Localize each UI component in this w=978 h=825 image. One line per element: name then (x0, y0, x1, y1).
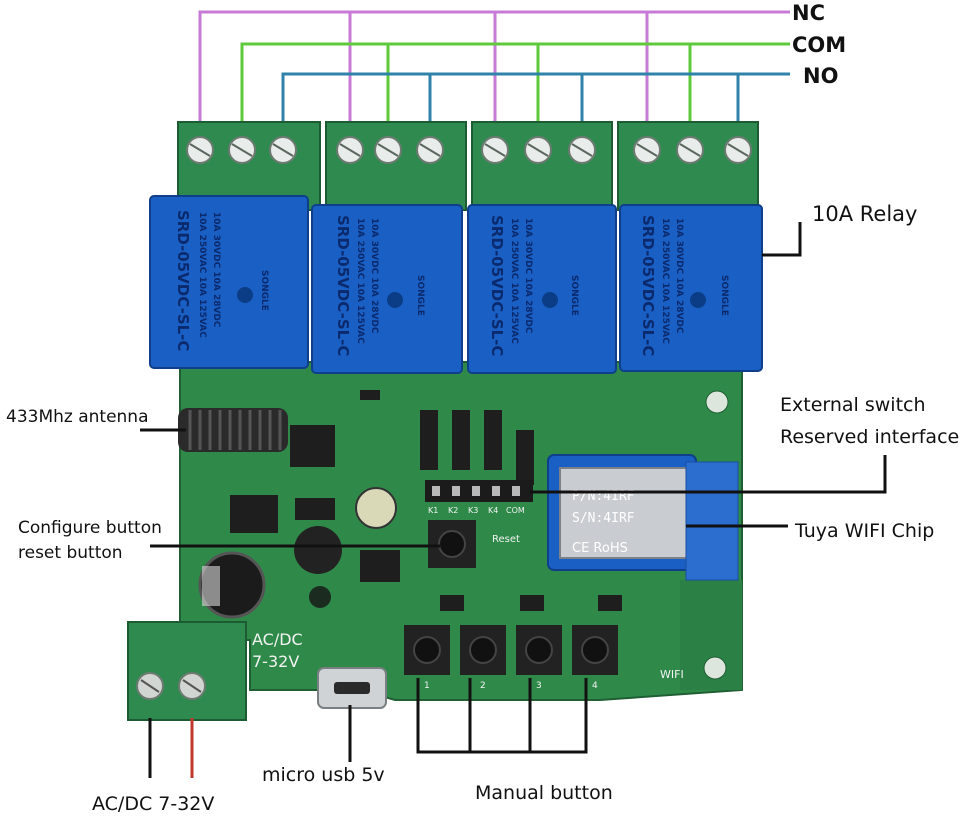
reset-button[interactable] (428, 520, 476, 568)
power-label: AC/DC 7-32V (92, 793, 215, 815)
acdc-silkscreen: AC/DC (252, 630, 303, 649)
relay-1: SRD-05VDC-SL-C 10A 250VAC 10A 125VAC 10A… (149, 195, 309, 369)
tuya-wifi-module: P/N:4IRF S/N:4IRF CE RoHS (547, 454, 739, 581)
configure-button-label: Configure button (18, 518, 162, 538)
manual-button-2[interactable] (460, 625, 506, 675)
relay-1-rating1-text: 10A 250VAC 10A 125VAC (197, 212, 207, 338)
relay-4: SRD-05VDC-SL-C 10A 250VAC 10A 125VAC 10A… (619, 204, 763, 372)
button-number-1: 1 (424, 681, 430, 691)
antenna-label: 433Mhz antenna (6, 407, 149, 427)
relay-1-brand-text: SONGLE (259, 270, 269, 311)
antenna-coil (178, 408, 288, 452)
relay-1-model-text: SRD-05VDC-SL-C (174, 210, 192, 351)
relay-3-model-text: SRD-05VDC-SL-C (488, 215, 506, 356)
button-number-2: 2 (480, 681, 486, 691)
header-pin-com: COM (506, 506, 525, 515)
reset-silkscreen: Reset (492, 534, 520, 545)
external-switch-header: K1 K2 K3 K4 COM (425, 480, 533, 515)
relay-4-brand-text: SONGLE (719, 275, 729, 316)
relay-1-rating2-text: 10A 30VDC 10A 28VDC (211, 212, 221, 328)
reset-button-label: reset button (18, 543, 123, 563)
header-pin-k3: K3 (468, 506, 478, 515)
no-label: NO (803, 64, 839, 88)
relay-2-brand-text: SONGLE (415, 275, 425, 316)
relay-2-rating2-text: 10A 30VDC 10A 28VDC (369, 218, 379, 334)
power-terminal-block (127, 621, 247, 721)
relay-label: 10A Relay (812, 202, 918, 226)
relay-2-model-text: SRD-05VDC-SL-C (334, 215, 352, 356)
relay-2: SRD-05VDC-SL-C 10A 250VAC 10A 125VAC 10A… (311, 204, 463, 374)
header-pin-k2: K2 (448, 506, 458, 515)
relay-3-rating2-text: 10A 30VDC 10A 28VDC (523, 218, 533, 334)
relay-3-rating1-text: 10A 250VAC 10A 125VAC (509, 218, 519, 344)
external-switch-leader (530, 455, 887, 494)
electrolytic-capacitor (198, 551, 266, 619)
header-pin-k4: K4 (488, 506, 498, 515)
relay-4-rating2-text: 10A 30VDC 10A 28VDC (674, 218, 684, 334)
mount-hole-bottom-right (703, 656, 727, 680)
wifi-silkscreen: WIFI (660, 668, 684, 681)
relay-2-rating1-text: 10A 250VAC 10A 125VAC (355, 218, 365, 344)
button-number-3: 3 (536, 681, 542, 691)
external-switch-label: External switch (780, 394, 926, 416)
relay-3-brand-text: SONGLE (569, 275, 579, 316)
chip-sn-text: S/N:4IRF (572, 511, 635, 526)
micro-usb-port (317, 667, 387, 709)
voltage-silkscreen: 7-32V (252, 652, 299, 671)
chip-ce-rohs-text: CE RoHS (572, 541, 628, 556)
manual-button-label: Manual button (475, 782, 613, 804)
manual-button-bracket (416, 678, 588, 754)
nc-label: NC (792, 1, 825, 25)
manual-buttons: 1 2 3 4 (404, 625, 618, 691)
leader-lines (140, 222, 887, 778)
relay-3: SRD-05VDC-SL-C 10A 250VAC 10A 125VAC 10A… (467, 204, 617, 374)
relay-4-model-text: SRD-05VDC-SL-C (639, 215, 657, 356)
relay-4-rating1-text: 10A 250VAC 10A 125VAC (660, 218, 670, 344)
com-label: COM (792, 33, 847, 57)
manual-button-1[interactable] (404, 625, 450, 675)
relay-modules: SRD-05VDC-SL-C 10A 250VAC 10A 125VAC 10A… (149, 195, 763, 374)
header-pin-k1: K1 (428, 506, 438, 515)
relay-leader (762, 222, 802, 257)
manual-button-3[interactable] (516, 625, 562, 675)
mount-hole-center (309, 586, 331, 608)
reserved-interface-label: Reserved interface (780, 426, 960, 448)
wifi-chip-label: Tuya WIFI Chip (795, 520, 935, 542)
manual-button-4[interactable] (572, 625, 618, 675)
micro-usb-label: micro usb 5v (262, 764, 385, 786)
mount-hole-top-right (705, 390, 729, 414)
button-number-4: 4 (592, 681, 598, 691)
board-components (230, 390, 622, 611)
